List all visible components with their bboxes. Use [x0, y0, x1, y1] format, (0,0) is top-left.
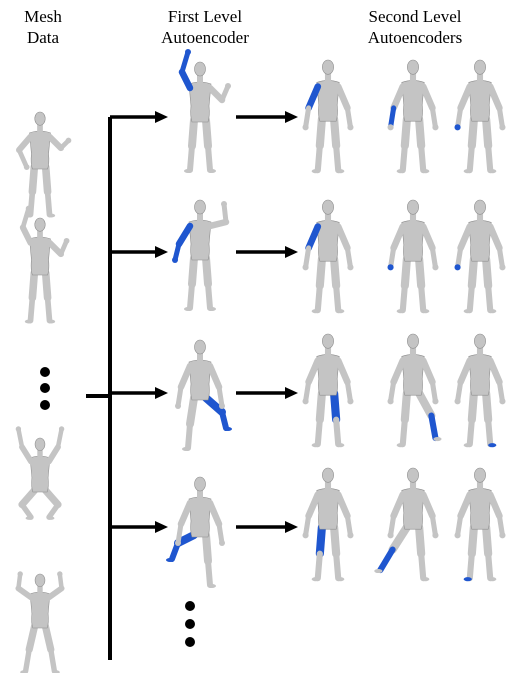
- level-arrow-1: [236, 111, 298, 123]
- level-arrow-3: [236, 387, 298, 399]
- second-level-figure-3-1: [303, 334, 354, 447]
- second-level-figure-4-2: [374, 468, 438, 581]
- second-level-figure-2-1: [303, 200, 354, 313]
- second-level-figure-3-2: [388, 334, 442, 447]
- mesh-figure-2: [23, 206, 70, 324]
- first-level-figure-2: [172, 200, 227, 311]
- branch-arrow-4: [110, 521, 168, 533]
- first-level-figure-3: [175, 340, 232, 451]
- second-level-figure-1-2: [388, 60, 439, 173]
- level-arrow-2: [236, 246, 298, 258]
- first-level-ellipsis: [185, 601, 195, 647]
- second-level-figure-1-3: [455, 60, 506, 173]
- mesh-figure-4: [16, 426, 65, 520]
- branch-arrow-1: [110, 111, 168, 123]
- first-level-figure-4: [166, 477, 225, 588]
- second-level-figure-1-1: [303, 60, 354, 173]
- mesh-figure-5: [18, 571, 63, 673]
- second-level-figure-2-2: [388, 200, 439, 313]
- level-arrow-4: [236, 521, 298, 533]
- mesh-data-ellipsis: [40, 367, 50, 410]
- branch-arrow-3: [110, 387, 168, 399]
- first-level-figure-1: [182, 49, 231, 173]
- branch-arrow-2: [110, 246, 168, 258]
- second-level-figure-4-3: [455, 468, 506, 581]
- second-level-figure-2-3: [455, 200, 506, 313]
- second-level-figure-4-1: [303, 468, 354, 581]
- connector-bracket: [86, 117, 112, 660]
- mesh-figure-1: [19, 112, 71, 217]
- second-level-figure-3-3: [455, 334, 506, 447]
